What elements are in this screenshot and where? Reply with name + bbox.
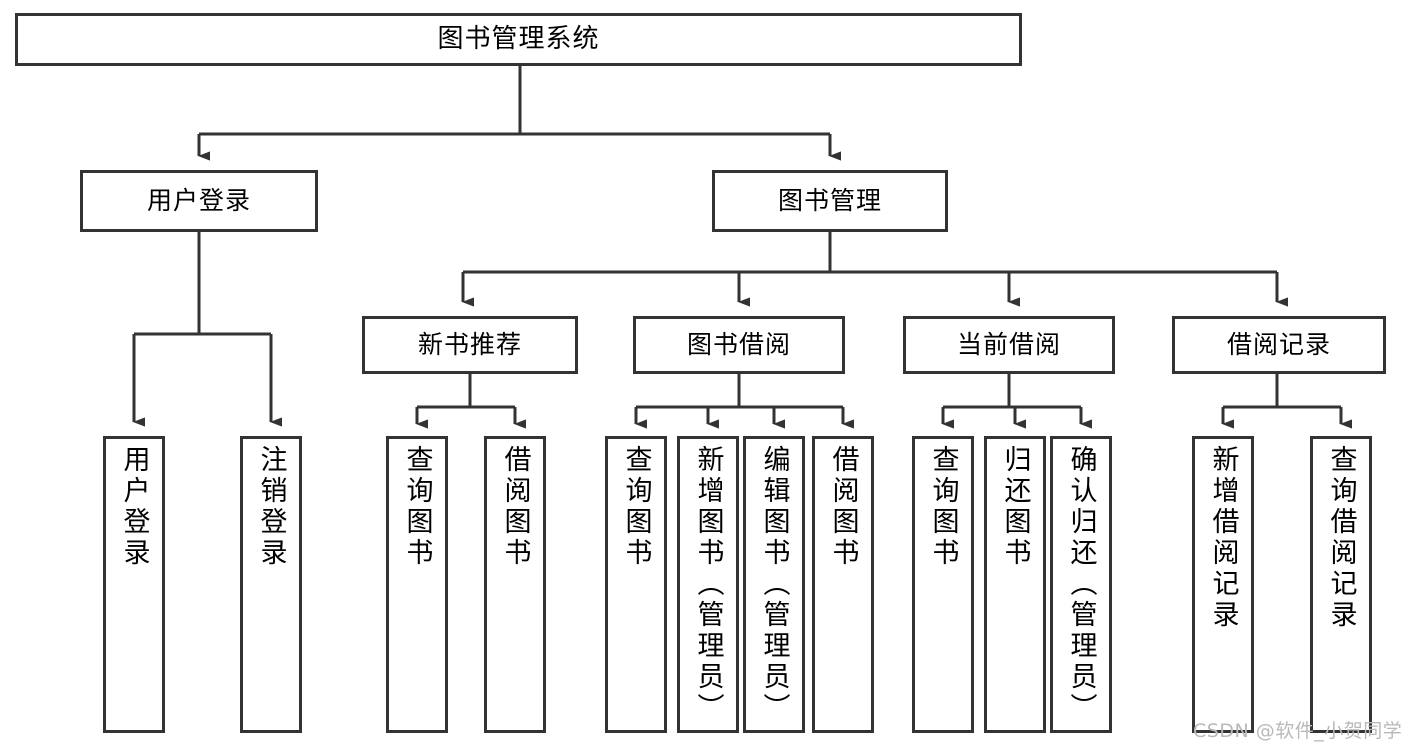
- csdn-watermark: CSDN @软件_小贺同学: [1193, 720, 1403, 742]
- leaf-user-login-label: 用户登录: [118, 445, 150, 569]
- node-borrow-record[interactable]: 借阅记录: [1172, 316, 1386, 374]
- leaf-borrow-book-2-label: 借阅图书: [827, 445, 859, 569]
- node-book-borrow[interactable]: 图书借阅: [633, 316, 845, 374]
- leaf-user-login[interactable]: 用户登录: [103, 436, 165, 733]
- leaf-confirm-return[interactable]: 确认归还（管理员）: [1050, 436, 1112, 733]
- leaf-return-book-label: 归还图书: [999, 445, 1031, 569]
- node-current-borrow-label: 当前借阅: [956, 329, 1061, 359]
- leaf-add-borrow-record[interactable]: 新增借阅记录: [1192, 436, 1254, 733]
- node-root-label: 图书管理系统: [437, 23, 600, 54]
- node-user-login-label: 用户登录: [146, 185, 251, 215]
- leaf-query-book-1-label: 查询图书: [401, 445, 433, 569]
- leaf-edit-book-label: 编辑图书（管理员）: [758, 445, 790, 724]
- leaf-query-book-2-label: 查询图书: [620, 445, 652, 569]
- node-book-management-label: 图书管理: [777, 185, 882, 215]
- node-borrow-record-label: 借阅记录: [1226, 329, 1331, 359]
- node-root[interactable]: 图书管理系统: [15, 13, 1022, 66]
- leaf-query-book-1[interactable]: 查询图书: [386, 436, 448, 733]
- leaf-add-book[interactable]: 新增图书（管理员）: [677, 436, 739, 733]
- leaf-edit-book[interactable]: 编辑图书（管理员）: [743, 436, 805, 733]
- leaf-logout-login-label: 注销登录: [255, 445, 287, 569]
- leaf-query-book-3[interactable]: 查询图书: [912, 436, 974, 733]
- leaf-add-borrow-record-label: 新增借阅记录: [1207, 445, 1239, 631]
- node-book-borrow-label: 图书借阅: [686, 329, 791, 359]
- leaf-query-book-3-label: 查询图书: [927, 445, 959, 569]
- leaf-return-book[interactable]: 归还图书: [984, 436, 1046, 733]
- leaf-add-book-label: 新增图书（管理员）: [692, 445, 724, 724]
- node-user-login[interactable]: 用户登录: [80, 170, 318, 232]
- node-new-book-recommend-label: 新书推荐: [417, 329, 522, 359]
- leaf-query-borrow-record[interactable]: 查询借阅记录: [1310, 436, 1372, 733]
- node-book-management[interactable]: 图书管理: [712, 170, 948, 232]
- leaf-borrow-book-1-label: 借阅图书: [499, 445, 531, 569]
- node-current-borrow[interactable]: 当前借阅: [903, 316, 1115, 374]
- leaf-query-borrow-record-label: 查询借阅记录: [1325, 445, 1357, 631]
- leaf-logout-login[interactable]: 注销登录: [240, 436, 302, 733]
- leaf-borrow-book-1[interactable]: 借阅图书: [484, 436, 546, 733]
- leaf-query-book-2[interactable]: 查询图书: [605, 436, 667, 733]
- leaf-confirm-return-label: 确认归还（管理员）: [1065, 445, 1097, 724]
- leaf-borrow-book-2[interactable]: 借阅图书: [812, 436, 874, 733]
- node-new-book-recommend[interactable]: 新书推荐: [362, 316, 578, 374]
